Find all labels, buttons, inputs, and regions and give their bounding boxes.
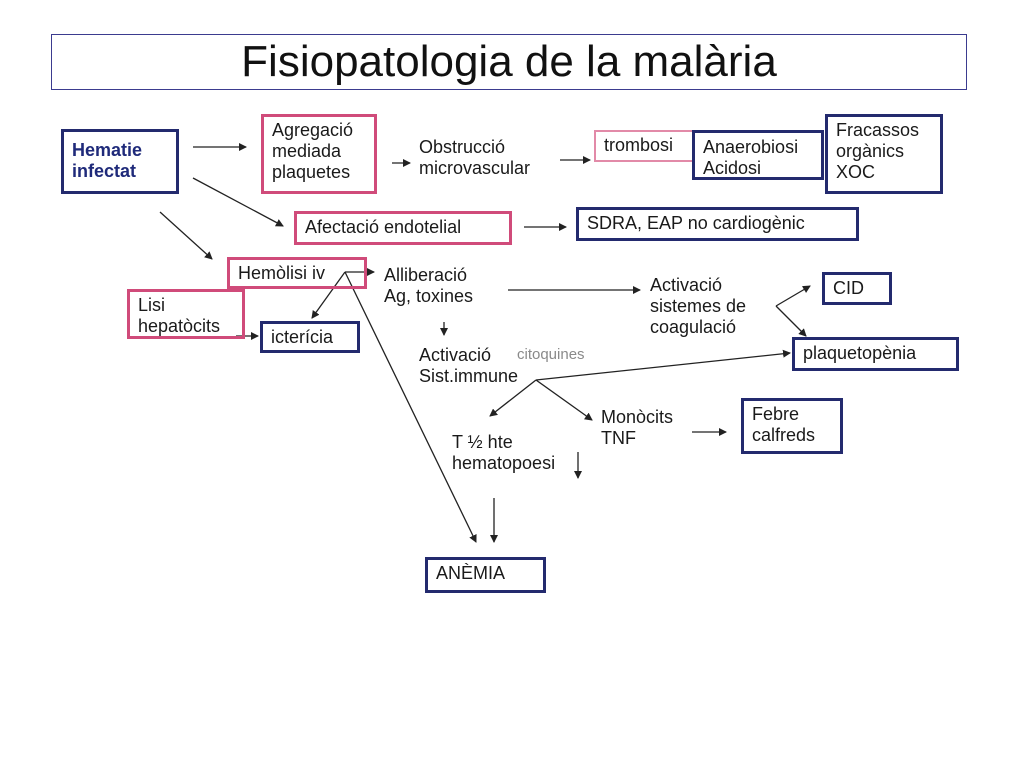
node-lisi-hepatocits: Lisi hepatòcits bbox=[127, 289, 245, 339]
node-sdra: SDRA, EAP no cardiogènic bbox=[576, 207, 859, 241]
arrow-hemolisi-anemia bbox=[344, 271, 477, 543]
arrow-immune-thalf bbox=[489, 379, 537, 417]
node-monocits-tnf: Monòcits TNF bbox=[601, 407, 674, 448]
node-plaquetopenia: plaquetopènia bbox=[792, 337, 959, 371]
arrow-coag-plaquetopenia bbox=[775, 305, 807, 337]
node-obstruccio: Obstrucció microvascular bbox=[419, 137, 531, 178]
node-activacio-immune: Activació Sist.immune bbox=[419, 345, 519, 386]
arrow-coag-cid bbox=[775, 285, 811, 307]
arrow-immune-monocits bbox=[535, 379, 593, 421]
node-hematie-infectat: Hematie infectat bbox=[61, 129, 179, 194]
node-febre-calfreds: Febre calfreds bbox=[741, 398, 843, 454]
node-citoquines: citoquines bbox=[517, 346, 585, 363]
node-agregacio: Agregació mediada plaquetes bbox=[261, 114, 377, 194]
arrow-immune-plaquetopenia bbox=[535, 349, 791, 381]
title-box: Fisiopatologia de la malària bbox=[51, 34, 967, 90]
node-anemia: ANÈMIA bbox=[425, 557, 546, 593]
arrow-hematie-afectacio bbox=[192, 177, 284, 227]
arrow-hemolisi-ictericia bbox=[311, 271, 346, 319]
node-fracassos: Fracassos orgànics XOC bbox=[825, 114, 943, 194]
node-trombosi: trombosi bbox=[594, 130, 694, 162]
node-alliberacio: Alliberació Ag, toxines bbox=[384, 265, 474, 306]
node-anaerobiosi: Anaerobiosi Acidosi bbox=[692, 130, 824, 180]
page-title: Fisiopatologia de la malària bbox=[241, 37, 777, 86]
node-activacio-coagulacio: Activació sistemes de coagulació bbox=[650, 275, 747, 337]
arrow-hematie-hemolisi bbox=[159, 211, 213, 260]
node-cid: CID bbox=[822, 272, 892, 305]
node-ictericia: icterícia bbox=[260, 321, 360, 353]
node-t-half-hte: T ½ hte hematopoesi bbox=[452, 432, 556, 473]
node-hemolisi: Hemòlisi iv bbox=[227, 257, 367, 289]
node-afectacio-endotelial: Afectació endotelial bbox=[294, 211, 512, 245]
